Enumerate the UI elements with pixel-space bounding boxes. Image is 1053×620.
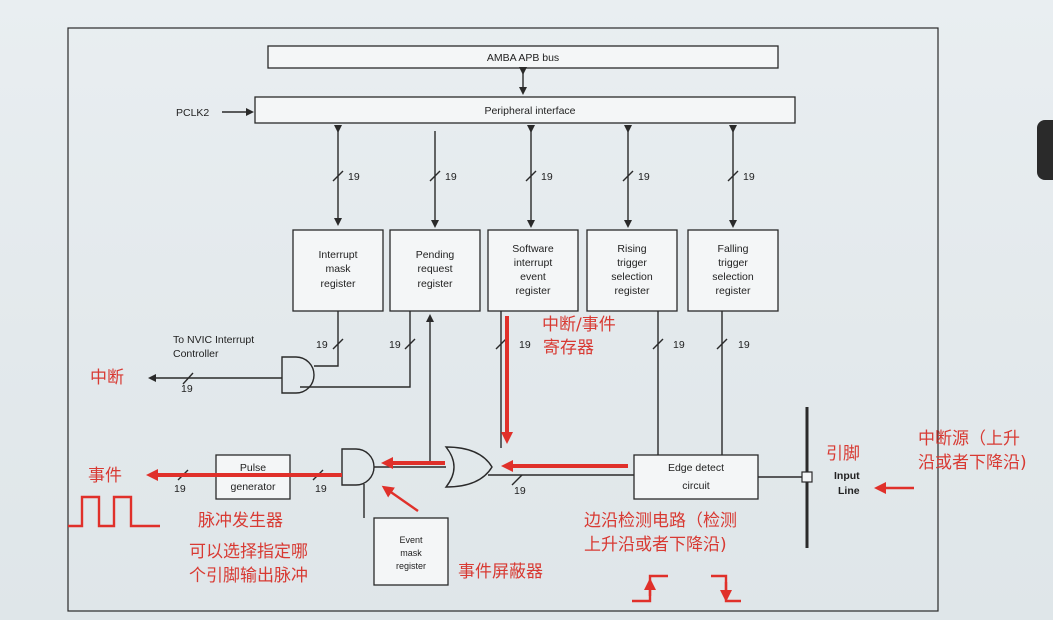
input-pin-square xyxy=(801,471,813,483)
diagram-frame xyxy=(67,27,939,612)
svg-text:selection: selection xyxy=(611,271,653,283)
bus-width-5: 19 xyxy=(743,171,755,183)
int-source-annotation-1: 中断源（上升 xyxy=(918,429,1020,449)
bus-width-1: 19 xyxy=(348,171,360,183)
peripheral-label: Peripheral interface xyxy=(484,105,575,117)
edge-detect-circuit: Edge detect circuit xyxy=(633,454,759,500)
rising-trigger-selection-register: Rising trigger selection register xyxy=(586,229,678,312)
interrupt-and-gate xyxy=(281,356,315,394)
bus-width-2: 19 xyxy=(445,171,457,183)
mask-bus-tick xyxy=(332,338,344,350)
mask-to-and-line xyxy=(314,311,339,367)
software-bus-width: 19 xyxy=(519,339,531,351)
svg-text:Event: Event xyxy=(399,535,423,545)
svg-text:mask: mask xyxy=(400,548,422,558)
svg-text:Pulse: Pulse xyxy=(240,462,266,474)
int-source-annotation-2: 沿或者下降沿) xyxy=(918,453,1027,473)
falling-bus-tick xyxy=(716,338,728,350)
svg-text:register: register xyxy=(515,285,551,297)
bezel-edge xyxy=(1037,120,1053,180)
edge-note-annotation-1: 边沿检测电路（检测 xyxy=(584,511,737,531)
int-event-register-annotation-2: 寄存器 xyxy=(543,338,594,358)
pulse-generator-annotation: 脉冲发生器 xyxy=(198,511,283,531)
pclk2-label: PCLK2 xyxy=(176,107,209,119)
nvic-label-line2: Controller xyxy=(173,348,219,360)
svg-text:Rising: Rising xyxy=(617,243,646,255)
input-line-label-1: Input xyxy=(834,470,860,482)
edge-bus-tick xyxy=(511,474,523,486)
svg-text:register: register xyxy=(396,561,426,571)
edge-note-annotation-2: 上升沿或者下降沿) xyxy=(584,535,727,555)
amba-apb-bus-block: AMBA APB bus xyxy=(267,45,779,69)
pending-request-register: Pending request register xyxy=(389,229,481,312)
bus-width-4: 19 xyxy=(638,171,650,183)
pending-bus-tick xyxy=(404,338,416,350)
event-mask-register: Event mask register xyxy=(373,517,449,586)
svg-text:Edge detect: Edge detect xyxy=(668,462,724,474)
pulse-bus-width: 19 xyxy=(174,483,186,495)
svg-text:trigger: trigger xyxy=(718,257,748,269)
rising-bus-width: 19 xyxy=(673,339,685,351)
svg-text:selection: selection xyxy=(712,271,754,283)
or-gate xyxy=(444,446,493,488)
svg-text:circuit: circuit xyxy=(682,480,710,492)
event-annotation: 事件 xyxy=(88,466,122,486)
svg-text:Interrupt: Interrupt xyxy=(318,249,357,261)
software-bus-tick xyxy=(495,338,507,350)
pulse-waveform xyxy=(68,495,160,528)
nvic-label-line1: To NVIC Interrupt xyxy=(173,334,254,346)
svg-text:event: event xyxy=(520,271,546,283)
int-event-register-annotation-1: 中断/事件 xyxy=(542,315,616,335)
red-annotation-arrows xyxy=(146,316,914,512)
falling-bus-width: 19 xyxy=(738,339,750,351)
bus-width-3: 19 xyxy=(541,171,553,183)
svg-text:register: register xyxy=(320,278,356,290)
falling-trigger-selection-register: Falling trigger selection register xyxy=(687,229,779,312)
pending-to-and-line xyxy=(300,311,411,388)
svg-text:interrupt: interrupt xyxy=(514,257,553,269)
bus-lines xyxy=(332,125,739,228)
svg-text:register: register xyxy=(715,285,751,297)
mask-bus-width: 19 xyxy=(316,339,328,351)
pending-bus-width: 19 xyxy=(389,339,401,351)
svg-text:Falling: Falling xyxy=(718,243,749,255)
svg-text:Pending: Pending xyxy=(416,249,455,261)
interrupt-annotation: 中断 xyxy=(90,368,124,388)
pin-annotation: 引脚 xyxy=(826,444,860,464)
nvic-bus-tick xyxy=(182,372,194,385)
and-bus-width: 19 xyxy=(315,483,327,495)
svg-text:Software: Software xyxy=(512,243,554,255)
svg-text:mask: mask xyxy=(325,263,351,275)
svg-text:trigger: trigger xyxy=(617,257,647,269)
input-line-label-2: Line xyxy=(838,485,860,497)
event-mask-annotation: 事件屏蔽器 xyxy=(458,562,543,582)
amba-label: AMBA APB bus xyxy=(487,52,559,64)
svg-text:register: register xyxy=(417,278,453,290)
edge-bus-width: 19 xyxy=(514,485,526,497)
rising-bus-tick xyxy=(652,338,664,350)
peripheral-interface-block: Peripheral interface xyxy=(254,96,796,124)
nvic-bus-width: 19 xyxy=(181,383,193,395)
pulse-note-annotation-1: 可以选择指定哪 xyxy=(189,542,308,562)
svg-text:register: register xyxy=(614,285,650,297)
pulse-note-annotation-2: 个引脚输出脉冲 xyxy=(189,566,308,586)
svg-text:generator: generator xyxy=(231,481,276,493)
svg-text:request: request xyxy=(417,263,452,275)
interrupt-mask-register: Interrupt mask register xyxy=(292,229,384,312)
software-interrupt-event-register: Software interrupt event register xyxy=(487,229,579,312)
event-and-gate xyxy=(341,448,375,486)
